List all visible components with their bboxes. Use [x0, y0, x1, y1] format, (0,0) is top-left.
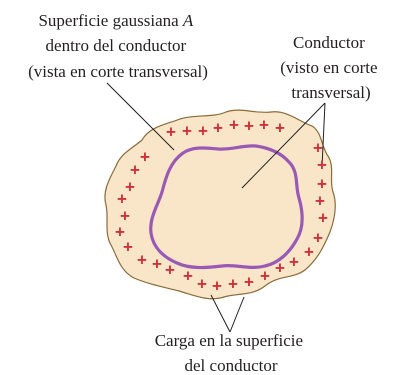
charge-plus-sign: +	[228, 275, 238, 294]
charge-plus-sign: +	[197, 275, 207, 294]
charge-plus-sign: +	[198, 122, 208, 141]
conductor-body	[104, 109, 336, 300]
charge-plus-sign: +	[244, 273, 254, 292]
charge-plus-sign: +	[313, 139, 323, 158]
charge-plus-sign: +	[115, 223, 125, 242]
gaussian-surface-label-line1: Superficie gaussiana	[38, 11, 182, 30]
charge-plus-sign: +	[137, 251, 147, 270]
charge-plus-sign: +	[123, 238, 133, 257]
leader-line-charge-right	[229, 296, 245, 333]
charge-plus-sign: +	[183, 267, 193, 286]
charge-plus-sign: +	[117, 190, 127, 209]
charge-plus-sign: +	[152, 255, 162, 274]
charge-plus-sign: +	[140, 148, 150, 167]
gaussian-surface-label-line2: dentro del conductor	[46, 36, 187, 55]
charge-plus-sign: +	[182, 122, 192, 141]
charge-plus-sign: +	[317, 156, 327, 175]
charge-plus-sign: +	[130, 161, 140, 180]
charge-plus-sign: +	[165, 261, 175, 280]
charge-plus-sign: +	[212, 277, 222, 296]
charge-plus-sign: +	[260, 267, 270, 286]
surface-charge-label-line1: Carga en la superficie	[155, 331, 303, 350]
charge-plus-sign: +	[317, 175, 327, 194]
charge-plus-sign: +	[244, 117, 254, 136]
charge-plus-sign: +	[213, 119, 223, 138]
gaussian-surface-label-line3: (vista en corte transversal)	[28, 62, 208, 81]
conductor-label-line2: (visto en corte	[280, 58, 377, 77]
gaussian-surface-label-italic: A	[182, 11, 194, 30]
charge-plus-sign: +	[318, 209, 328, 228]
leader-line-gaussian	[106, 82, 175, 151]
charge-plus-sign: +	[125, 178, 135, 197]
surface-charge-label: Carga en la superficie del conductor	[155, 331, 308, 375]
charge-plus-sign: +	[289, 253, 299, 272]
charge-plus-sign: +	[275, 259, 285, 278]
conductor-label-line1: Conductor	[293, 33, 365, 52]
charge-plus-sign: +	[304, 243, 314, 262]
leader-line-conductor-edge	[321, 102, 326, 168]
charge-plus-sign: +	[120, 207, 130, 226]
charge-plus-sign: +	[313, 229, 323, 248]
surface-charge-label-line2: del conductor	[185, 356, 278, 375]
surface-charges: +++++++++++++++++++++++++++++++++	[115, 116, 328, 296]
leader-lines	[106, 82, 326, 333]
gaussian-surface	[149, 144, 304, 270]
leader-line-charge-left	[210, 294, 231, 333]
leader-line-conductor-interior	[241, 102, 326, 189]
conductor-label: Conductor (visto en corte transversal)	[280, 33, 382, 102]
charge-plus-sign: +	[229, 116, 239, 135]
charge-plus-sign: +	[275, 119, 285, 138]
conductor-label-line3: transversal)	[291, 83, 370, 102]
charge-plus-sign: +	[259, 116, 269, 135]
gaussian-surface-label: Superficie gaussiana A dentro del conduc…	[28, 11, 208, 81]
charge-plus-sign: +	[315, 192, 325, 211]
charge-plus-sign: +	[166, 123, 176, 142]
